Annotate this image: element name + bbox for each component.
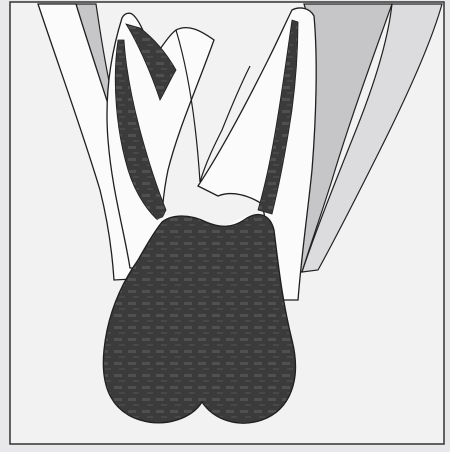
tooth-illustration	[0, 0, 450, 452]
tooth-diagram	[0, 0, 450, 452]
